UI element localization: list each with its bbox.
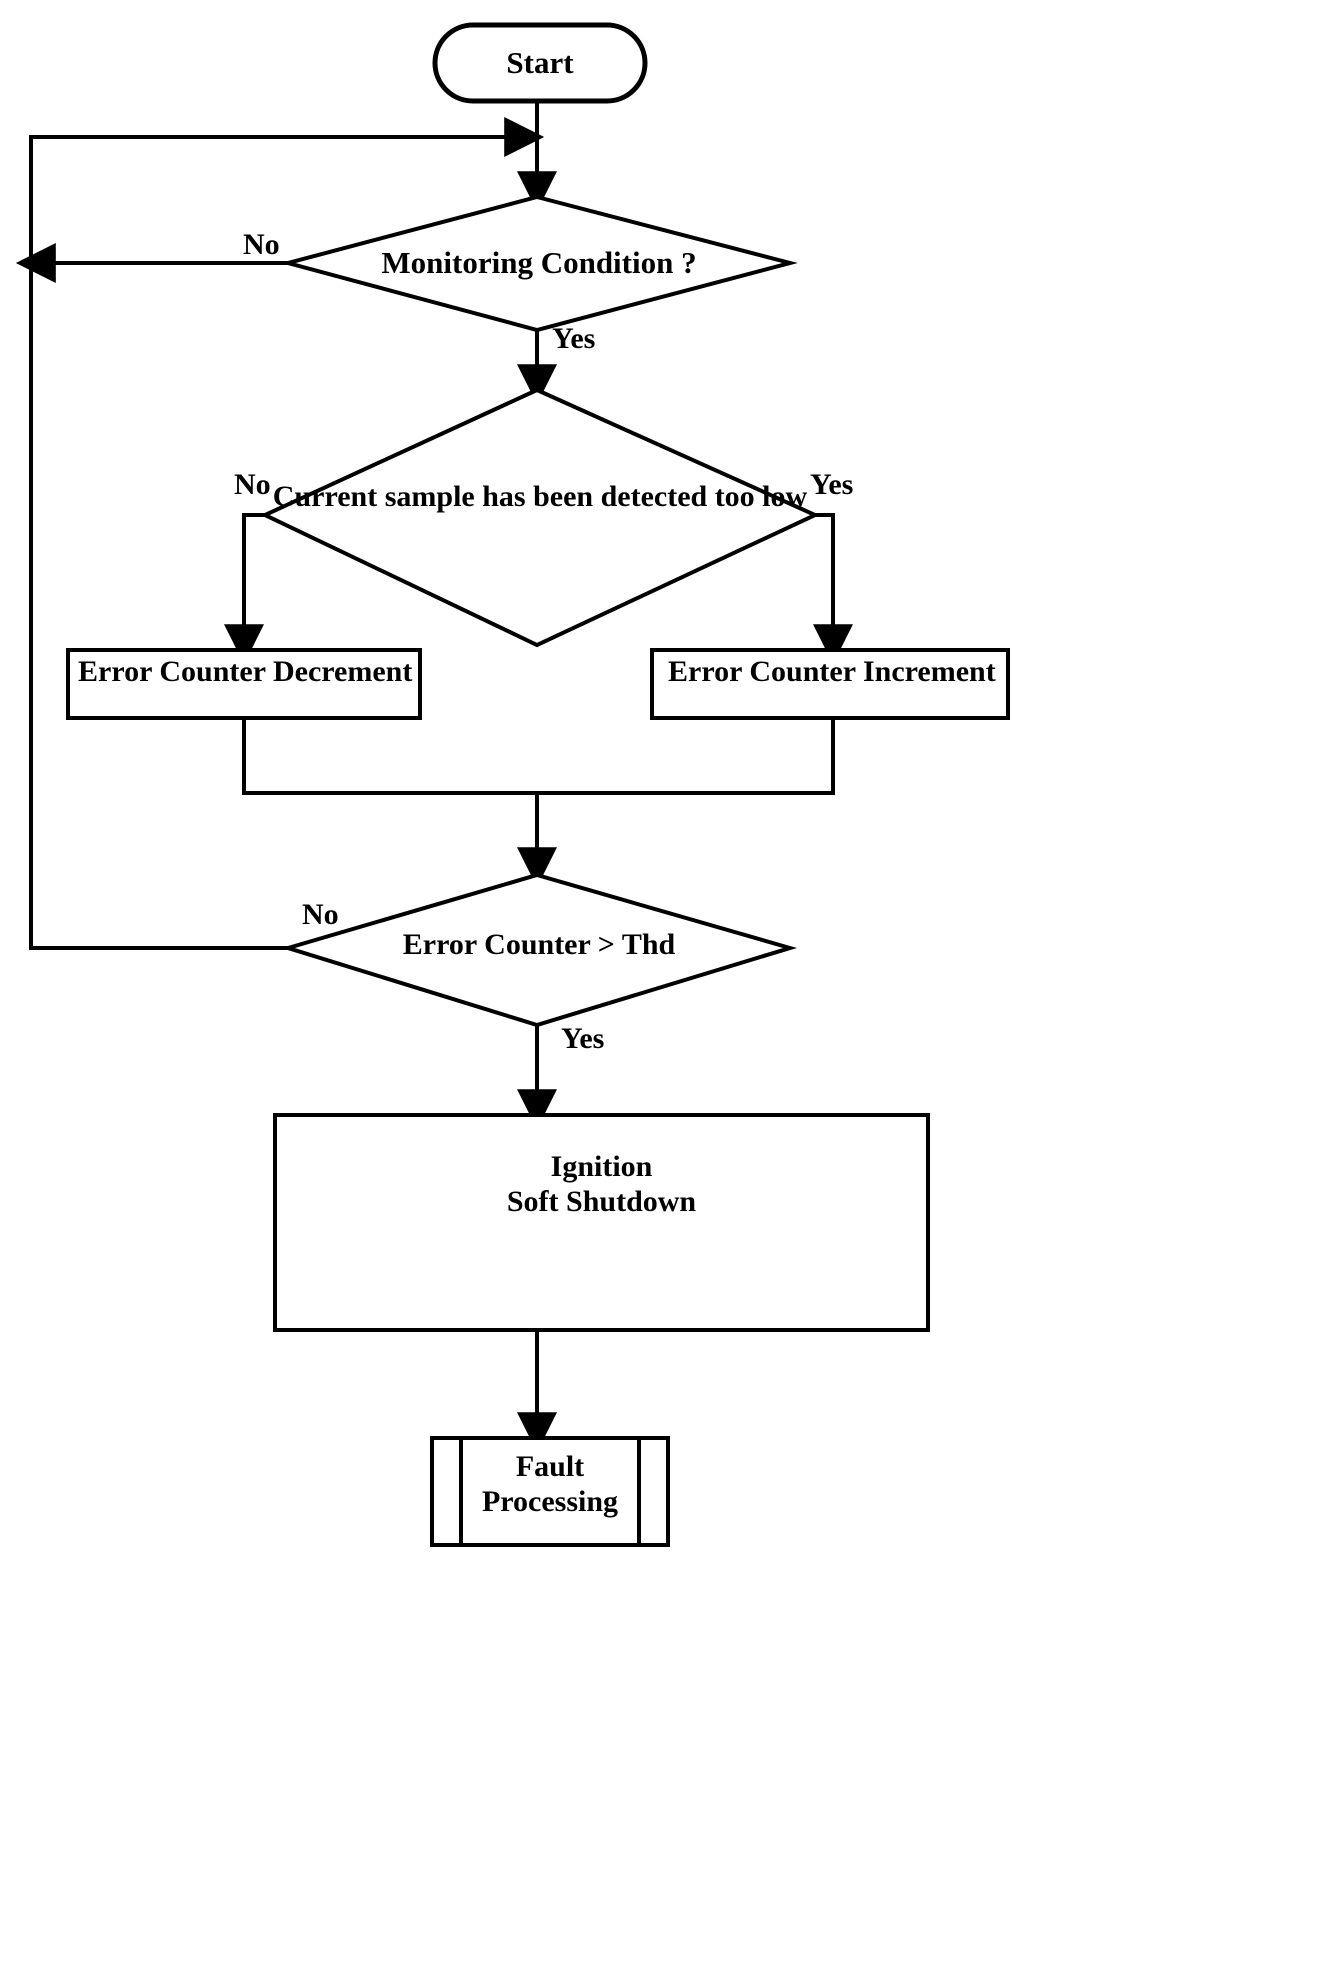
edge-label-sample-no: No [234,468,271,501]
process-increment-shape [650,648,1010,720]
edge-threshold-no [29,265,288,950]
decision-sample-shape [260,387,820,648]
process-fault-shape [430,1436,670,1547]
edge-monitoring-no-loop [29,117,545,263]
edge-label-monitoring-no: No [243,228,280,261]
process-shutdown-shape [273,1113,930,1332]
edge-label-threshold-no: No [302,898,339,931]
edge-decrement-merge [242,718,537,795]
process-decrement-shape [66,648,422,720]
start-node-shape [432,22,648,104]
edge-label-monitoring-yes: Yes [552,322,596,355]
edge-label-sample-yes: Yes [810,468,854,501]
edge-label-threshold-yes: Yes [561,1022,605,1055]
edge-sample-no [224,513,265,665]
edge-sample-yes [813,513,853,665]
edge-increment-merge [537,718,835,795]
decision-monitoring-shape [280,194,798,333]
decision-threshold-shape [281,872,798,1028]
